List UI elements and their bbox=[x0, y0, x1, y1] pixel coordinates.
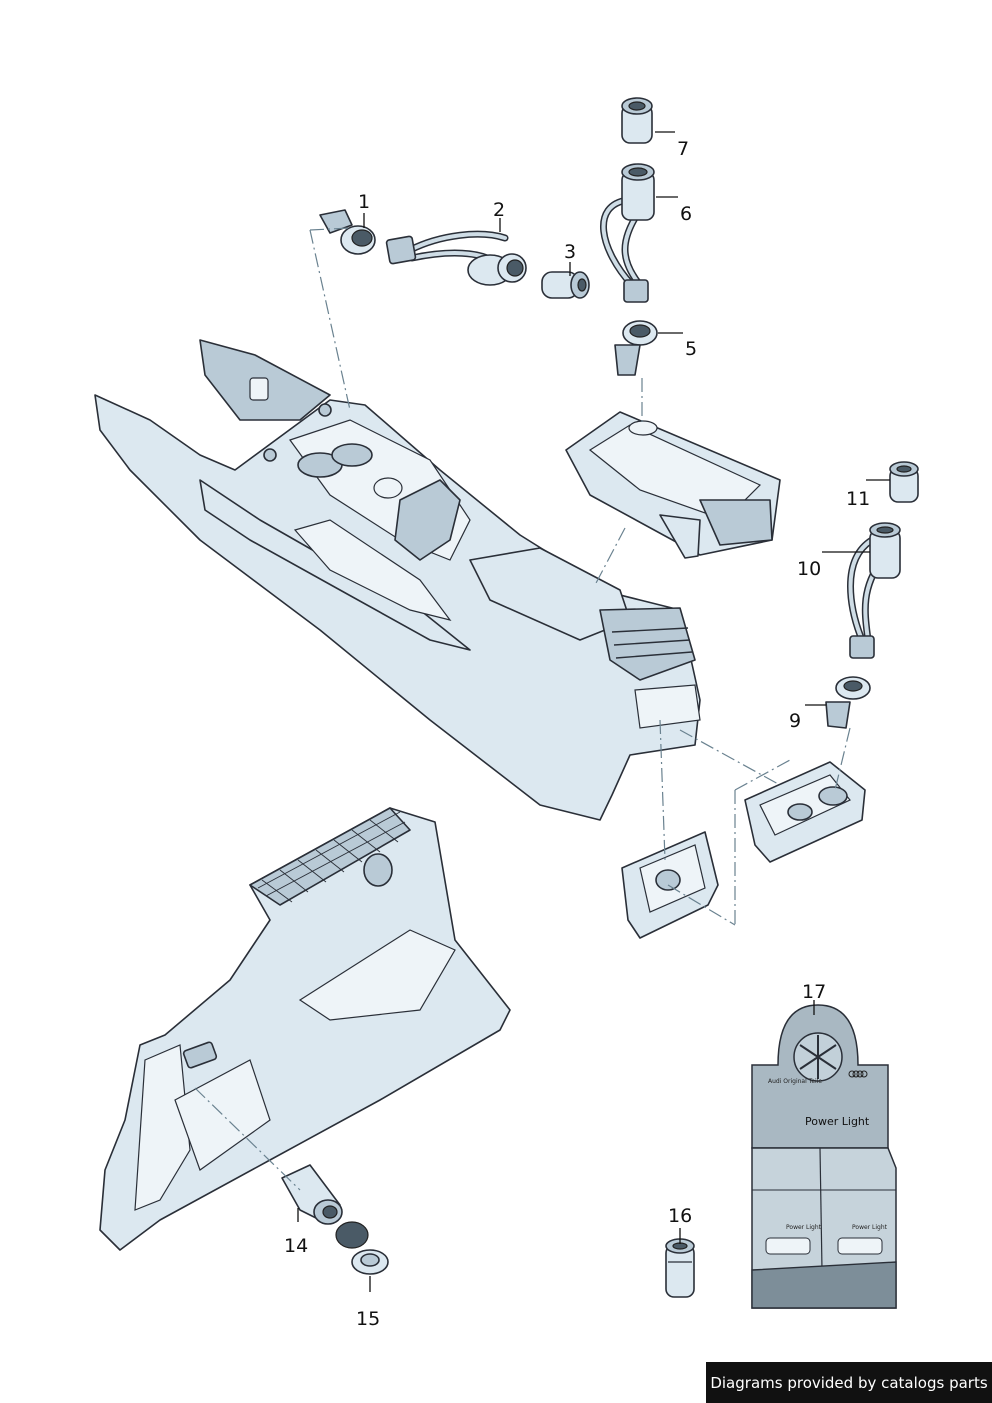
part-16-plug bbox=[665, 1238, 695, 1298]
center-console bbox=[94, 339, 701, 821]
callout-15: 15 bbox=[356, 1308, 380, 1330]
callout-1: 1 bbox=[358, 191, 370, 213]
callout-10: 10 bbox=[797, 558, 821, 580]
rear-tray bbox=[744, 761, 866, 863]
part-17-display-box: Audi Original Teile Power Light Power Li… bbox=[751, 1004, 897, 1309]
callout-16: 16 bbox=[668, 1205, 692, 1227]
part-5-socket-housing bbox=[614, 320, 658, 376]
storage-tray bbox=[565, 411, 781, 559]
part-1-socket-housing bbox=[319, 209, 376, 255]
callout-9: 9 bbox=[789, 710, 801, 732]
part-9-socket-housing bbox=[825, 676, 871, 729]
part-11-plug bbox=[889, 461, 919, 503]
callout-11: 11 bbox=[846, 488, 870, 510]
callout-6: 6 bbox=[680, 203, 692, 225]
part-14-socket bbox=[281, 1164, 343, 1225]
callout-3: 3 bbox=[564, 241, 576, 263]
part-2-wiring-harness bbox=[385, 230, 527, 286]
callout-7: 7 bbox=[677, 138, 689, 160]
callout-5: 5 bbox=[685, 338, 697, 360]
box-title: Power Light bbox=[805, 1115, 870, 1128]
part-10-harness-socket bbox=[847, 522, 901, 659]
part-6-harness-socket bbox=[600, 163, 655, 303]
assembly-lines bbox=[194, 227, 851, 1191]
callout-14: 14 bbox=[284, 1235, 308, 1257]
side-trim-panel bbox=[99, 807, 511, 1251]
part-15-cap bbox=[335, 1221, 389, 1275]
pack-label-left: Power Light bbox=[786, 1224, 822, 1231]
part-3-plug bbox=[541, 271, 590, 299]
pack-label-right: Power Light bbox=[852, 1224, 888, 1231]
footer-credit: Diagrams provided by catalogs parts bbox=[706, 1362, 992, 1403]
leader-lines bbox=[297, 131, 890, 1292]
part-7-plug bbox=[621, 97, 653, 144]
audi-rings-logo bbox=[848, 1070, 868, 1078]
callout-2: 2 bbox=[493, 199, 505, 221]
box-brand-header: Audi Original Teile bbox=[768, 1078, 822, 1085]
socket-bezel bbox=[621, 831, 719, 939]
callout-17: 17 bbox=[802, 981, 826, 1003]
callout-labels: 1 2 3 5 6 7 9 10 11 14 15 16 17 bbox=[284, 138, 870, 1330]
